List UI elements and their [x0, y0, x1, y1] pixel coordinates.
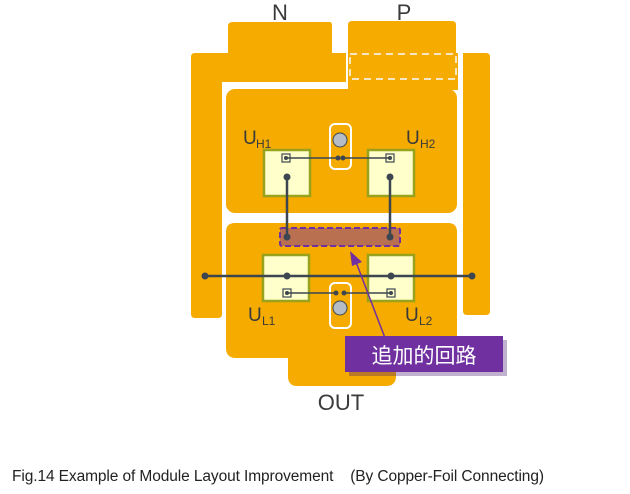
- label-ul1: U L1: [248, 305, 276, 328]
- svg-text:H2: H2: [420, 137, 436, 151]
- svg-text:L1: L1: [262, 314, 276, 328]
- svg-text:H1: H1: [256, 137, 272, 151]
- gate-terminal-high: [329, 123, 352, 170]
- label-uh1: U H1: [243, 128, 272, 151]
- p-busbar: [348, 21, 490, 315]
- label-ul2: U L2: [405, 305, 433, 328]
- added-loop-copper-foil: [279, 227, 401, 247]
- figure-caption: Fig.14 Example of Module Layout Improvem…: [12, 468, 544, 485]
- callout-arrow: [350, 251, 386, 339]
- n-terminal-label: N: [272, 0, 288, 25]
- bond-wires: [205, 157, 472, 294]
- n-busbar: [191, 22, 346, 318]
- svg-text:L2: L2: [419, 314, 433, 328]
- svg-text:U: U: [248, 305, 262, 326]
- p-terminal-label: P: [397, 0, 412, 25]
- svg-text:U: U: [405, 305, 419, 326]
- callout-box: 追加的回路: [345, 336, 507, 376]
- gate-terminal-low: [329, 282, 352, 329]
- gate-pads: [281, 153, 396, 298]
- overlap-dashed-outline: [349, 53, 457, 80]
- svg-text:U: U: [243, 128, 257, 149]
- svg-text:U: U: [406, 128, 420, 149]
- junction-dots: [201, 173, 476, 280]
- out-terminal-label: OUT: [318, 390, 364, 415]
- label-uh2: U H2: [406, 128, 436, 151]
- callout-text: 追加的回路: [372, 344, 477, 368]
